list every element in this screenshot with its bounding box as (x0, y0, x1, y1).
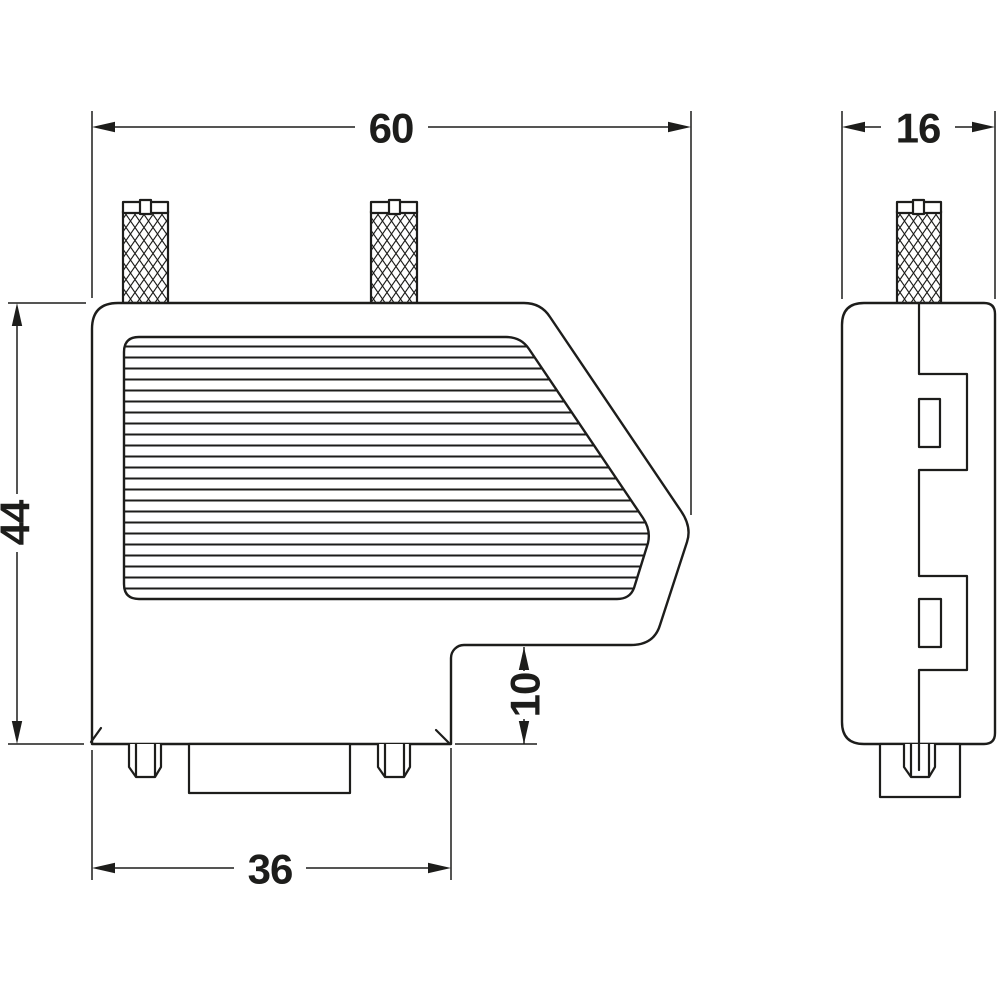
dimension-label-44: 44 (0, 499, 39, 545)
dimension-label-10: 10 (502, 673, 549, 718)
dimension-base-width: 36 (91, 748, 452, 893)
thumbscrew-left-knurl (121, 210, 170, 305)
mounting-post-left (127, 742, 163, 779)
arrowhead-36-right (428, 862, 451, 874)
dimension-label-16: 16 (896, 105, 941, 152)
arrowhead-16-left (842, 121, 865, 133)
extension-lines-36 (91, 748, 452, 880)
arrowhead-16-right (972, 121, 995, 133)
mounting-post-end (902, 742, 937, 779)
latch-slot-lower (917, 597, 943, 649)
thumbscrew-right-slot (387, 198, 402, 216)
connector-flange (187, 742, 352, 795)
dimension-step-height: 10 (455, 647, 549, 745)
thumbscrew-left-slot (138, 198, 153, 216)
extension-lines-60 (91, 111, 692, 515)
end-view (840, 198, 997, 799)
side-view (89, 198, 690, 795)
thumbscrew-end-knurl (895, 210, 943, 305)
thumbscrew-right (369, 198, 419, 305)
arrowhead-60-left (92, 121, 115, 133)
dimension-label-60: 60 (369, 105, 414, 152)
latch-slot-upper (917, 397, 942, 449)
arrowhead-10-top (518, 647, 530, 670)
thumbscrew-end-slot (911, 198, 926, 216)
arrowhead-60-right (668, 121, 691, 133)
chamfer-tick-right (434, 728, 452, 746)
extension-lines-16 (841, 111, 996, 299)
rib-grip-area (122, 335, 651, 601)
arrowhead-10-bottom (518, 721, 530, 744)
dimension-overall-height: 44 (0, 302, 86, 745)
dimension-end-width: 16 (841, 105, 996, 299)
latch-profile (917, 301, 969, 746)
arrowhead-44-bottom (11, 721, 23, 744)
thumbscrew-end (895, 198, 943, 305)
thumbscrew-right-knurl (369, 210, 419, 305)
arrowhead-36-left (92, 862, 115, 874)
chamfer-tick-left (89, 726, 103, 744)
thumbscrew-left (121, 198, 170, 305)
extension-lines-44 (8, 302, 86, 745)
dimension-overall-width: 60 (91, 105, 692, 515)
arrowhead-44-top (11, 303, 23, 326)
mounting-post-right (376, 742, 412, 779)
dimension-label-36: 36 (248, 846, 293, 893)
